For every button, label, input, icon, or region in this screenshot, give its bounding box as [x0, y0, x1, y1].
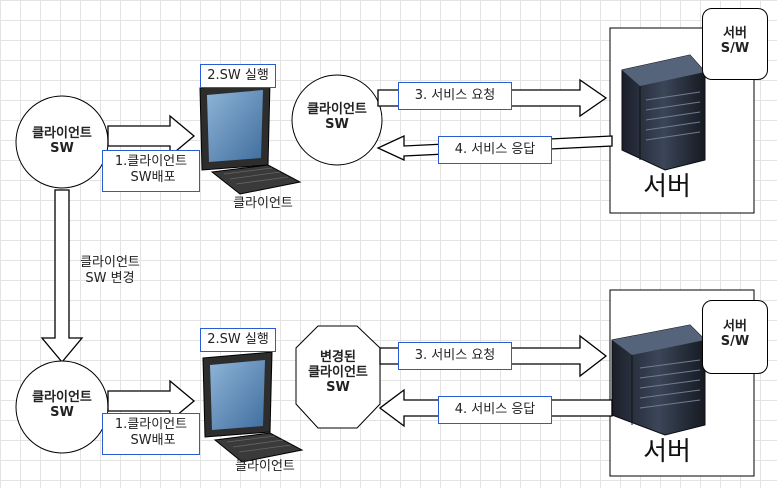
client-caption-bottom: 클라이언트 — [235, 459, 295, 474]
client-caption-top: 클라이언트 — [233, 196, 293, 211]
changed-client-sw-label: 변경된 클라이언트 SW — [308, 350, 368, 395]
step1-label-bottom: 1.클라이언트 SW배포 — [102, 413, 200, 455]
server-sw-badge-bottom: 서버 S/W — [702, 300, 768, 374]
server-icon-top — [621, 54, 706, 171]
step4-label-top: 4. 서비스 응답 — [438, 136, 552, 164]
server-caption-top: 서버 — [643, 172, 691, 202]
client-sw-label-top: 클라이언트 SW — [32, 126, 92, 156]
step2-label-top: 2.SW 실행 — [200, 64, 276, 88]
change-label: 클라이언트 SW 변경 — [80, 255, 140, 286]
step3-label-bottom: 3. 서비스 요청 — [398, 342, 512, 370]
step4-label-bottom: 4. 서비스 응답 — [438, 396, 552, 424]
client-sw-circle-laptop-top — [291, 74, 383, 166]
arrow-distribute-bottom — [107, 379, 196, 423]
arrow-change-down — [40, 189, 84, 364]
server-caption-bottom: 서버 — [643, 437, 691, 467]
arrow-distribute-top — [107, 114, 196, 158]
client-sw-label-bottom: 클라이언트 SW — [32, 390, 92, 420]
server-icon-bottom — [611, 324, 706, 436]
step2-label-bottom: 2.SW 실행 — [200, 328, 276, 352]
client-sw-laptop-label-top: 클라이언트 SW — [307, 102, 367, 132]
step3-label-top: 3. 서비스 요청 — [398, 82, 512, 110]
changed-client-sw-octagon — [295, 325, 381, 429]
laptop-icon-top — [199, 81, 302, 195]
laptop-icon-bottom — [202, 351, 304, 463]
server-sw-badge-top: 서버 S/W — [702, 8, 768, 80]
step1-label-top: 1.클라이언트 SW배포 — [102, 150, 200, 192]
